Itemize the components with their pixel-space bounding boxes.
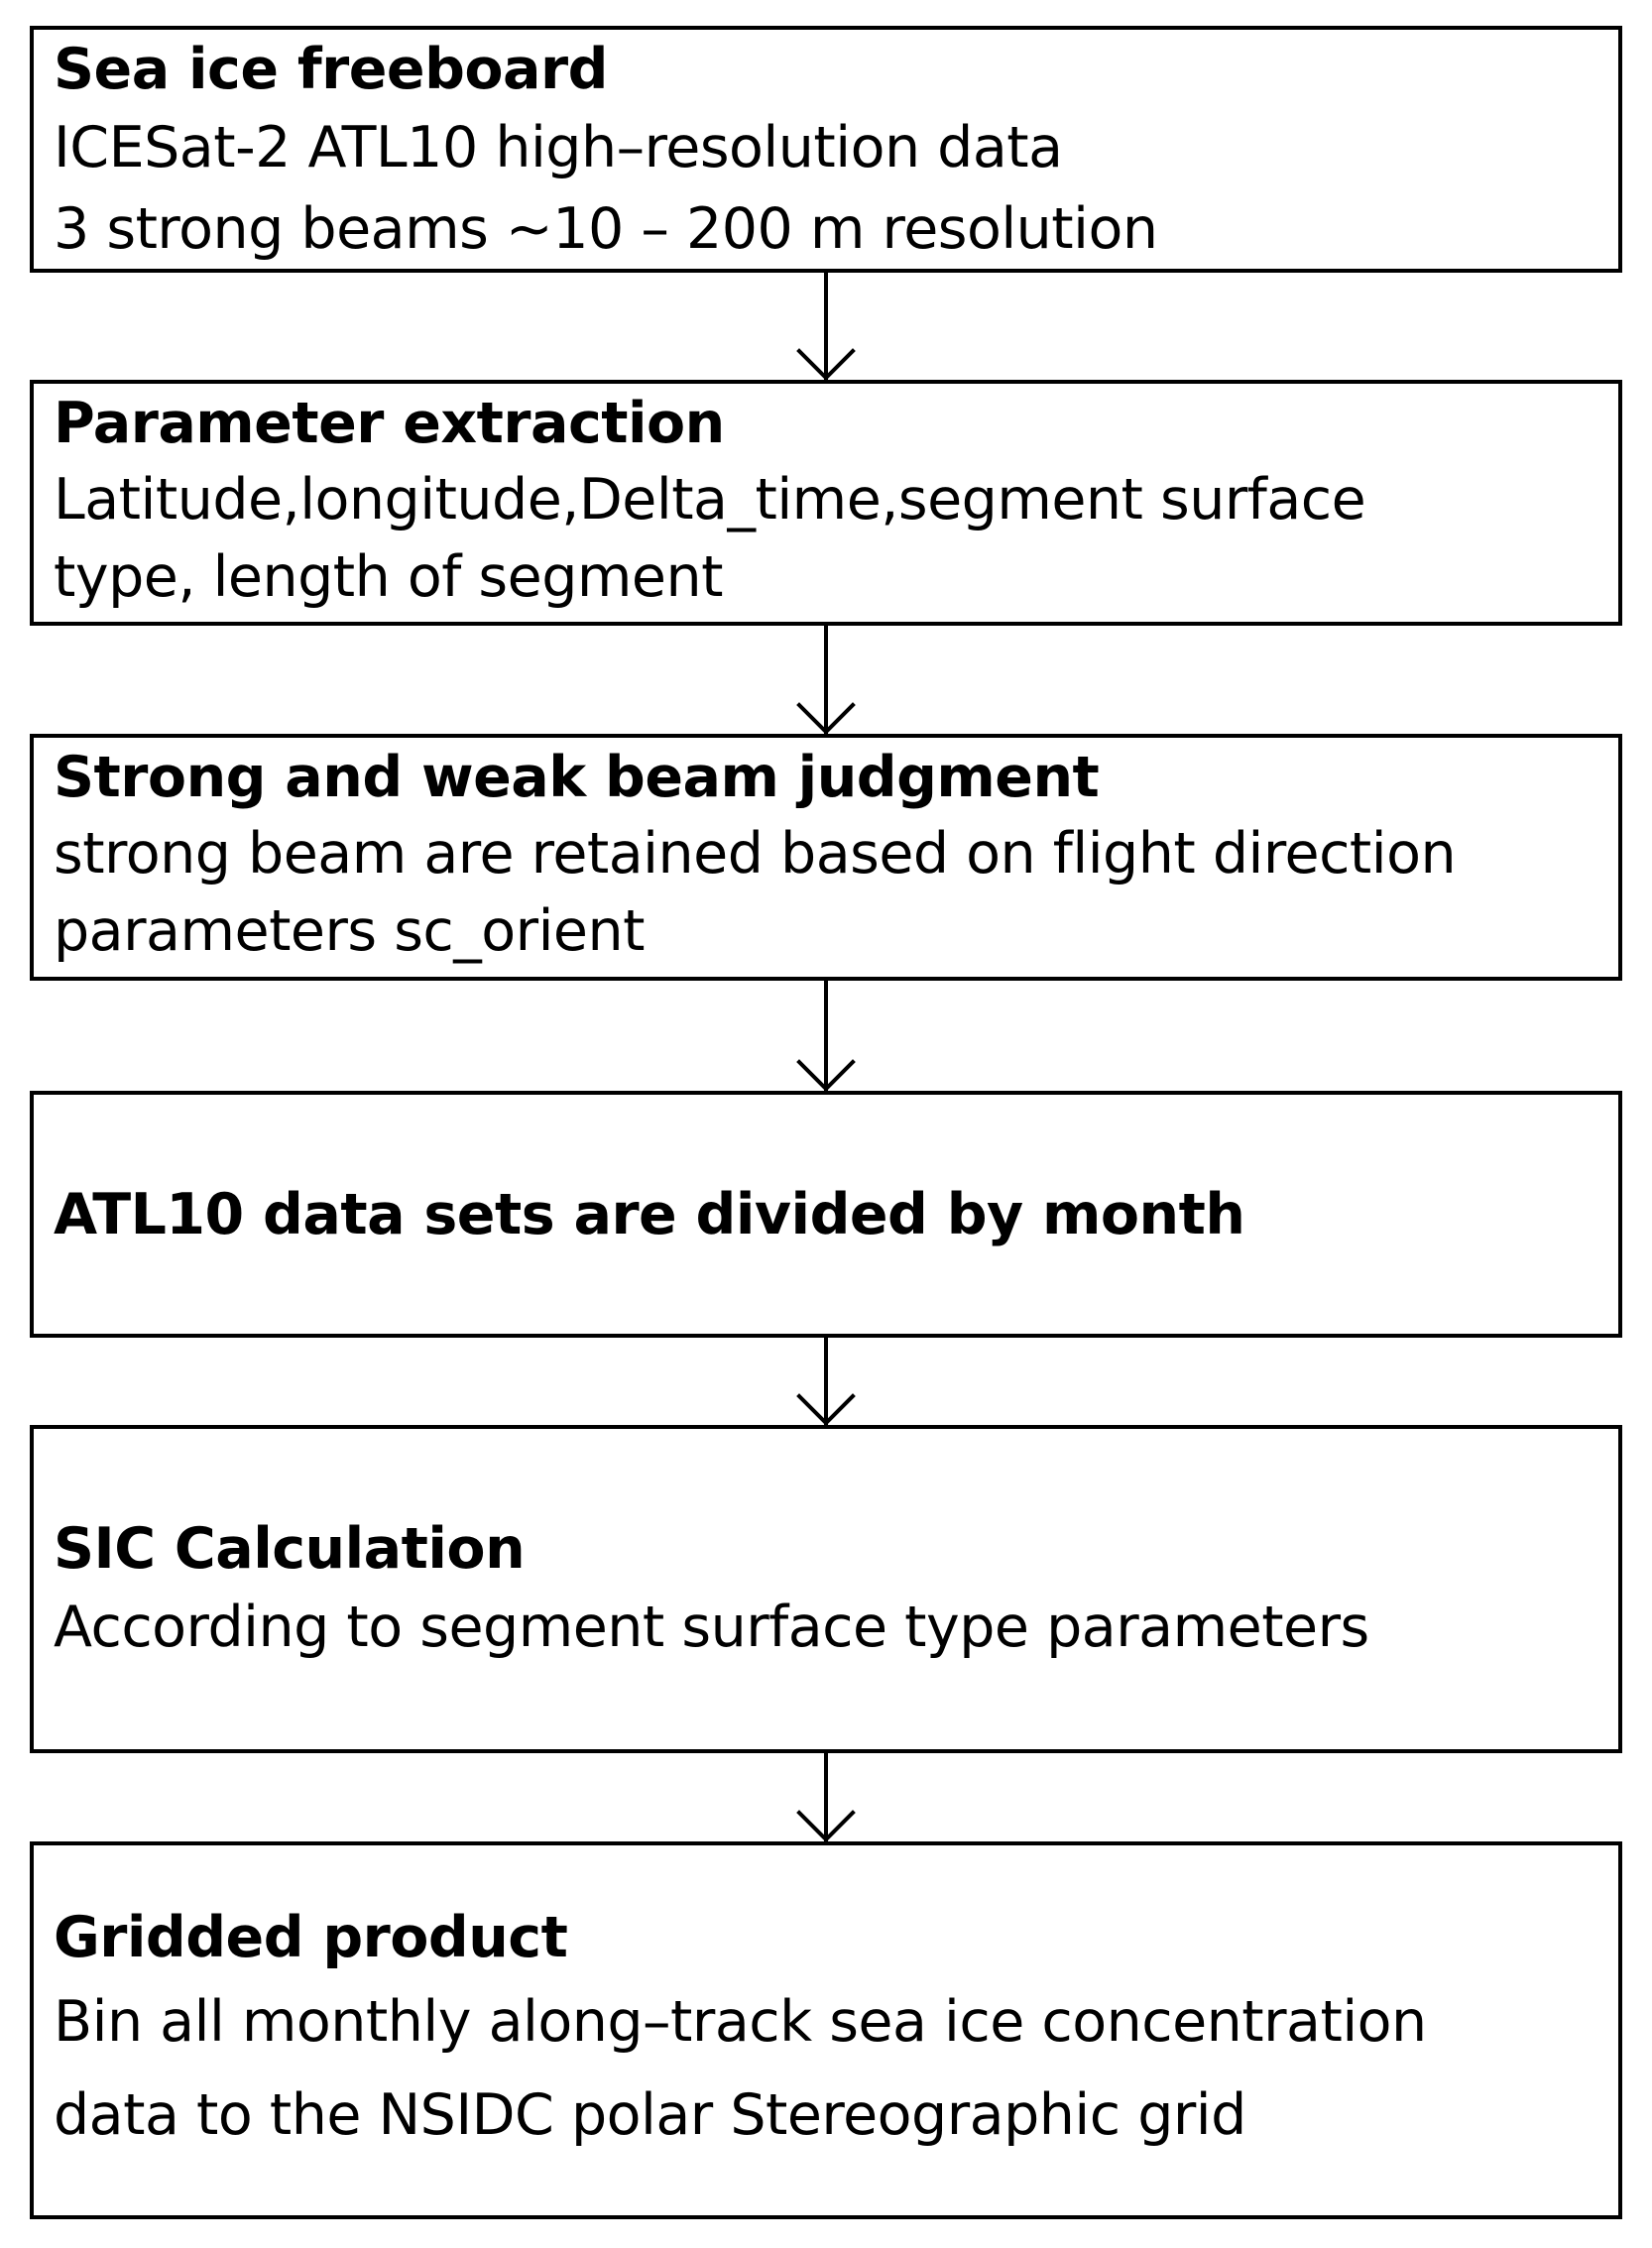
- step-description-line: 3 strong beams ~10 – 200 m resolution: [54, 196, 1158, 262]
- step-description-line: According to segment surface type parame…: [54, 1594, 1369, 1660]
- step-title: ATL10 data sets are divided by month: [54, 1181, 1245, 1247]
- step-description-line: data to the NSIDC polar Stereographic gr…: [54, 2081, 1246, 2148]
- step-description: strong beam are retained based on flight…: [54, 815, 1598, 970]
- step-description-line: type, length of segment: [54, 544, 723, 610]
- flow-step-gridded-product: Gridded product Bin all monthly along–tr…: [30, 1841, 1622, 2219]
- step-title: SIC Calculation: [54, 1515, 526, 1582]
- step-description-line: Bin all monthly along–track sea ice conc…: [54, 1988, 1427, 2055]
- arrow-4-to-5: [796, 1336, 856, 1426]
- flow-step-sic-calculation: SIC Calculation According to segment sur…: [30, 1425, 1622, 1753]
- arrow-5-to-6: [796, 1751, 856, 1842]
- step-description: Bin all monthly along–track sea ice conc…: [54, 1975, 1598, 2162]
- step-description-line: parameters sc_orient: [54, 898, 645, 964]
- flow-step-beam-judgment: Strong and weak beam judgment strong bea…: [30, 734, 1622, 981]
- step-description: According to segment surface type parame…: [54, 1587, 1598, 1668]
- step-description: ICESat-2 ATL10 high–resolution data 3 st…: [54, 107, 1598, 270]
- flow-step-divide-by-month: ATL10 data sets are divided by month: [30, 1091, 1622, 1338]
- step-description-line: ICESat-2 ATL10 high–resolution data: [54, 115, 1063, 180]
- arrow-2-to-3: [796, 624, 856, 735]
- step-title: Sea ice freeboard: [54, 37, 608, 102]
- step-description: Latitude,longitude,Delta_time,segment su…: [54, 461, 1598, 616]
- arrow-1-to-2: [796, 271, 856, 381]
- step-title: Gridded product: [54, 1904, 568, 1970]
- step-description-line: strong beam are retained based on flight…: [54, 821, 1457, 887]
- step-title: Parameter extraction: [54, 391, 725, 456]
- arrow-3-to-4: [796, 979, 856, 1092]
- flow-step-sea-ice-freeboard: Sea ice freeboard ICESat-2 ATL10 high–re…: [30, 26, 1622, 273]
- step-title: Strong and weak beam judgment: [54, 745, 1100, 810]
- flow-step-parameter-extraction: Parameter extraction Latitude,longitude,…: [30, 380, 1622, 626]
- step-description-line: Latitude,longitude,Delta_time,segment su…: [54, 467, 1366, 532]
